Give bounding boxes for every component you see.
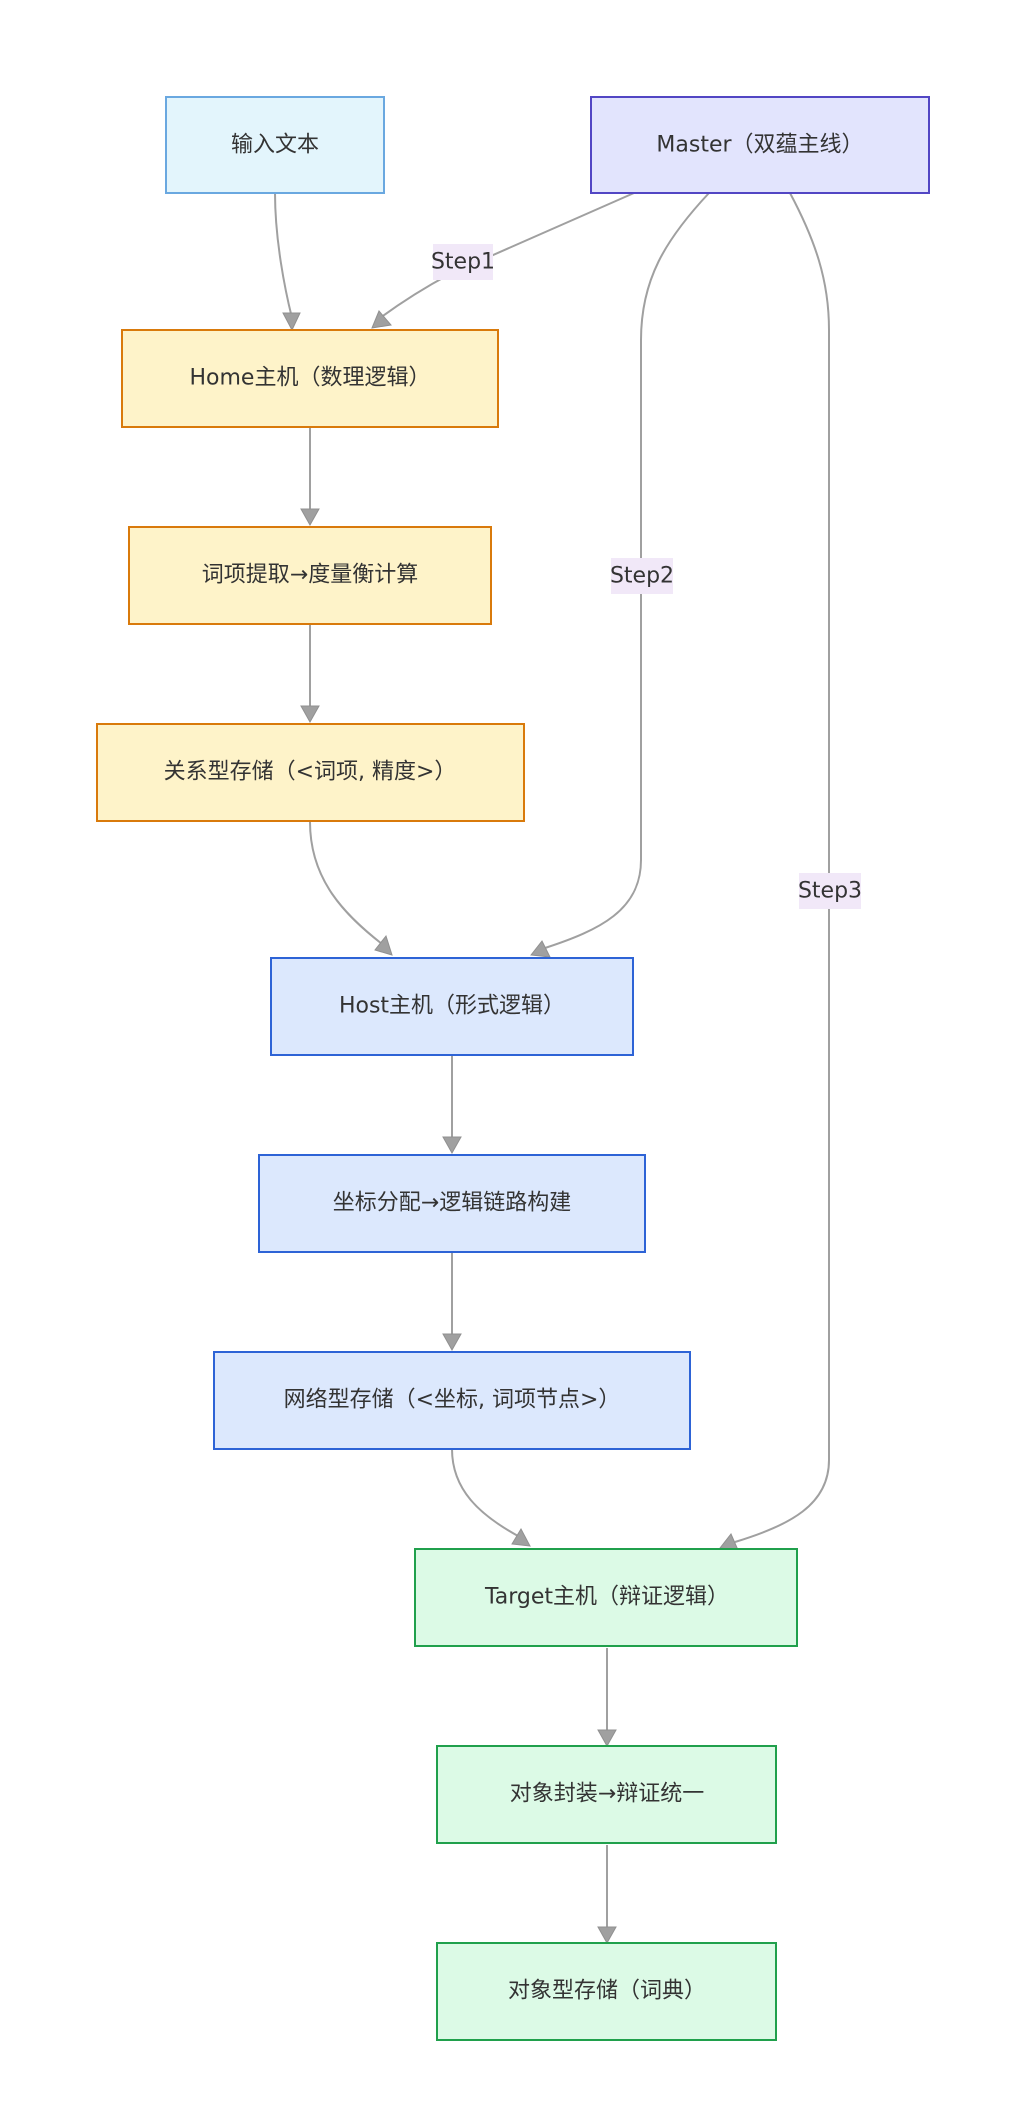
- arrowhead-icon: [442, 1136, 462, 1155]
- node-box: [96, 723, 525, 822]
- edge-master-to-target: [734, 192, 830, 1543]
- node-label: 关系型存储（<词项, 精度>）: [164, 760, 457, 785]
- node-host: Host主机（形式逻辑）: [270, 957, 634, 1056]
- node-home-storage: 关系型存储（<词项, 精度>）: [96, 723, 525, 822]
- edge-label-background: [433, 244, 493, 280]
- arrowhead-icon: [511, 1527, 531, 1547]
- arrowhead-icon: [371, 310, 392, 329]
- node-label: Master（双蕴主线）: [656, 133, 863, 158]
- arrowhead-icon: [300, 705, 320, 724]
- edge-host-storage-to-target: [451, 1448, 519, 1537]
- edge-input-to-home: [274, 192, 293, 319]
- arrowhead-icon: [374, 934, 393, 956]
- edge-label-text: Step2: [610, 564, 674, 589]
- edges: [274, 192, 830, 1945]
- node-box: [436, 1745, 777, 1844]
- arrowhead-icon: [597, 1729, 617, 1748]
- node-target: Target主机（辩证逻辑）: [414, 1548, 798, 1647]
- node-box: [165, 96, 385, 194]
- node-home-step-1: 词项提取→度量衡计算: [128, 526, 492, 625]
- node-box: [270, 957, 634, 1056]
- edge-master-to-home: [379, 192, 635, 319]
- node-box: [128, 526, 492, 625]
- arrowhead-icon: [442, 1333, 462, 1352]
- edge-label-text: Step1: [431, 250, 495, 275]
- node-box: [213, 1351, 691, 1450]
- node-box: [414, 1548, 798, 1647]
- node-label: 对象封装→辩证统一: [510, 1782, 704, 1807]
- arrowhead-icon: [530, 940, 551, 958]
- node-host-step-1: 坐标分配→逻辑链路构建: [258, 1154, 646, 1253]
- node-box: [121, 329, 499, 428]
- node-label: 网络型存储（<坐标, 词项节点>）: [284, 1388, 621, 1413]
- edge-master-to-host: [544, 192, 710, 949]
- edge-label-text: Step3: [798, 879, 862, 904]
- node-label: 坐标分配→逻辑链路构建: [333, 1191, 571, 1216]
- node-home: Home主机（数理逻辑）: [121, 329, 499, 428]
- node-label: 词项提取→度量衡计算: [202, 563, 418, 588]
- node-master: Master（双蕴主线）: [590, 96, 930, 194]
- edge-label-step3: Step3: [798, 873, 862, 909]
- edge-label-step1: Step1: [431, 244, 495, 280]
- node-target-step-1: 对象封装→辩证统一: [436, 1745, 777, 1844]
- node-label: Home主机（数理逻辑）: [190, 366, 431, 391]
- arrowhead-icon: [300, 508, 320, 527]
- node-target-storage: 对象型存储（词典）: [436, 1942, 777, 2041]
- edge-label-step2: Step2: [610, 558, 674, 594]
- arrowhead-icon: [597, 1926, 617, 1945]
- edge-label-background: [799, 873, 861, 909]
- node-box: [258, 1154, 646, 1253]
- node-box: [436, 1942, 777, 2041]
- node-host-storage: 网络型存储（<坐标, 词项节点>）: [213, 1351, 691, 1450]
- node-input: 输入文本: [165, 96, 385, 194]
- node-label: 对象型存储（词典）: [508, 1979, 706, 2004]
- node-label: Host主机（形式逻辑）: [339, 994, 565, 1019]
- arrowhead-icon: [282, 312, 301, 332]
- node-label: 输入文本: [231, 133, 319, 158]
- edge-home-storage-to-host: [309, 821, 383, 945]
- node-box: [590, 96, 930, 194]
- edge-label-background: [611, 558, 673, 594]
- node-label: Target主机（辩证逻辑）: [484, 1585, 729, 1610]
